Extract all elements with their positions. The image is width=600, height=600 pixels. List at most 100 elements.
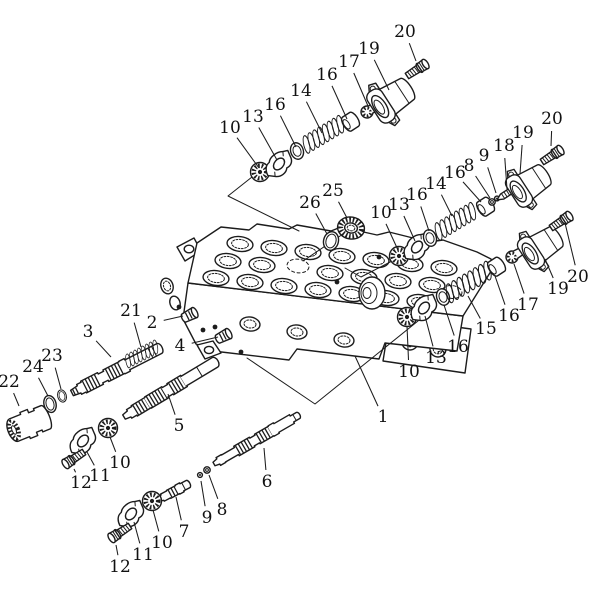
part-number-14: 14 xyxy=(290,81,312,101)
part-number-13: 13 xyxy=(242,107,264,127)
part-number-23: 23 xyxy=(41,346,63,366)
cap-housing-19 xyxy=(360,65,425,132)
part-number-26: 26 xyxy=(299,193,321,213)
spool-3 xyxy=(69,342,164,397)
part-number-11: 11 xyxy=(132,545,154,565)
bolt-20 xyxy=(403,57,432,82)
leader-line-20 xyxy=(564,222,576,266)
leader-line-16 xyxy=(420,206,430,232)
body-end-boss xyxy=(358,276,386,310)
leader-line-16 xyxy=(279,115,297,148)
part-number-20: 20 xyxy=(541,109,563,129)
part-number-8: 8 xyxy=(217,500,228,520)
leader-line-19 xyxy=(544,258,554,279)
leader-line-14 xyxy=(305,101,323,134)
part-number-16: 16 xyxy=(264,95,286,115)
leader-line-16 xyxy=(462,181,482,203)
leader-line-11 xyxy=(133,521,141,544)
valve-7 xyxy=(156,479,192,503)
leader-line-16 xyxy=(331,85,348,120)
part-number-2: 2 xyxy=(147,313,158,333)
leader-line-2 xyxy=(163,315,184,321)
part-number-18: 18 xyxy=(493,136,515,156)
part-number-20: 20 xyxy=(567,267,589,287)
leader-line-9 xyxy=(200,480,206,507)
breather-disc xyxy=(99,419,118,438)
leader-line-12 xyxy=(115,544,119,556)
leader-line-13 xyxy=(403,215,416,242)
part-number-16: 16 xyxy=(447,337,469,357)
leader-line-22 xyxy=(13,392,20,407)
part-number-24: 24 xyxy=(22,357,44,377)
part-number-10: 10 xyxy=(151,533,173,553)
part-number-1: 1 xyxy=(378,407,389,427)
o-ring-26 xyxy=(322,231,340,251)
leader-line-7 xyxy=(175,496,182,521)
part-number-3: 3 xyxy=(83,322,94,342)
part-number-20: 20 xyxy=(394,22,416,42)
part-number-10: 10 xyxy=(398,362,420,382)
leader-line-24 xyxy=(38,377,49,397)
leader-line-19 xyxy=(519,144,523,175)
part-number-16: 16 xyxy=(498,306,520,326)
leader-line-13 xyxy=(424,315,434,347)
leader-line-16 xyxy=(494,275,506,305)
end-cap-22 xyxy=(6,404,53,443)
spring-seat-16 xyxy=(338,109,363,134)
spool-6 xyxy=(212,411,302,467)
part-number-15: 15 xyxy=(475,319,497,339)
part-number-16: 16 xyxy=(316,65,338,85)
part-number-22: 22 xyxy=(0,372,20,392)
part-number-17: 17 xyxy=(338,52,360,72)
part-number-9: 9 xyxy=(202,508,213,528)
leader-line-21 xyxy=(133,322,142,348)
part-number-25: 25 xyxy=(322,181,344,201)
leader-line-1 xyxy=(354,355,379,407)
leader-line-10 xyxy=(109,436,117,452)
part-number-12: 12 xyxy=(70,473,92,493)
part-number-14: 14 xyxy=(425,174,447,194)
leader-line-3 xyxy=(95,340,112,358)
part-number-9: 9 xyxy=(479,146,490,166)
part-number-10: 10 xyxy=(219,118,241,138)
part-number-16: 16 xyxy=(406,185,428,205)
leader-line-15 xyxy=(467,295,481,319)
part-number-7: 7 xyxy=(179,522,190,542)
leader-line-5 xyxy=(167,393,176,415)
part-number-5: 5 xyxy=(174,416,185,436)
leader-line-8 xyxy=(208,474,219,499)
part-number-4: 4 xyxy=(175,336,186,356)
part-number-19: 19 xyxy=(512,123,534,143)
part-number-6: 6 xyxy=(262,472,273,492)
part-number-19: 19 xyxy=(547,279,569,299)
leader-line-25 xyxy=(338,201,348,219)
leader-line-17 xyxy=(513,263,525,294)
threaded-plug-25 xyxy=(336,216,366,240)
leader-line-9 xyxy=(487,167,497,194)
spring-14 xyxy=(428,200,482,243)
ball-9 xyxy=(196,471,204,479)
part-number-8: 8 xyxy=(464,156,475,176)
part-number-19: 19 xyxy=(358,39,380,59)
part-number-10: 10 xyxy=(109,453,131,473)
part-number-12: 12 xyxy=(109,557,131,577)
cap-housing-19 xyxy=(499,152,561,216)
part-number-21: 21 xyxy=(120,301,142,321)
part-number-17: 17 xyxy=(517,295,539,315)
o-ring-23 xyxy=(55,388,69,404)
part-number-11: 11 xyxy=(89,466,111,486)
leader-line-20 xyxy=(550,130,553,147)
leader-line-6 xyxy=(263,447,267,471)
part-number-13: 13 xyxy=(425,348,447,368)
part-number-10: 10 xyxy=(370,203,392,223)
leader-line-13 xyxy=(258,127,278,161)
bolt-20 xyxy=(547,209,576,234)
plug-hole-dashed xyxy=(286,258,310,274)
leader-line-10 xyxy=(152,509,160,532)
leader-line-18 xyxy=(504,157,508,190)
leader-line-16 xyxy=(443,304,455,336)
leader-line-10 xyxy=(236,137,260,169)
spool-5 xyxy=(122,356,220,420)
